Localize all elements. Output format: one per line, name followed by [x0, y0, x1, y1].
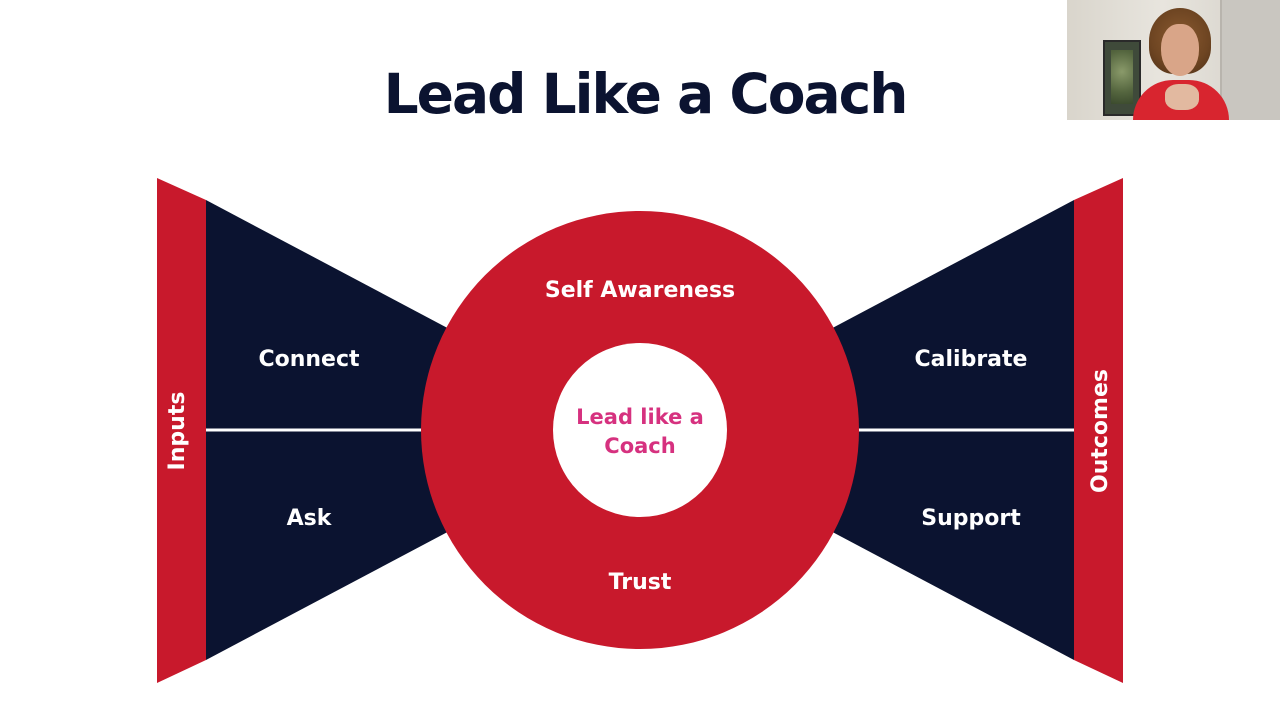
slide-title: Lead Like a Coach: [383, 62, 909, 126]
support-label: Support: [921, 506, 1021, 531]
inputs-bar: [157, 178, 206, 683]
trust-label: Trust: [609, 570, 672, 595]
video-background-panel: [1220, 0, 1280, 120]
center-circle: [553, 343, 727, 517]
video-background-artwork: [1111, 50, 1133, 104]
center-label-line2: Coach: [604, 434, 675, 458]
ask-label: Ask: [287, 506, 333, 531]
outcomes-bar: [1074, 178, 1123, 683]
center-label-line1: Lead like a: [576, 405, 704, 429]
inputs-label: Inputs: [165, 392, 190, 471]
presenter-face: [1161, 24, 1199, 76]
self-awareness-label: Self Awareness: [545, 278, 735, 303]
outcomes-label: Outcomes: [1088, 369, 1113, 493]
calibrate-label: Calibrate: [915, 347, 1028, 372]
presenter-hands: [1165, 84, 1199, 110]
presenter-video-thumbnail[interactable]: [1067, 0, 1280, 120]
video-background-picture-frame: [1103, 40, 1141, 116]
connect-label: Connect: [258, 347, 360, 372]
